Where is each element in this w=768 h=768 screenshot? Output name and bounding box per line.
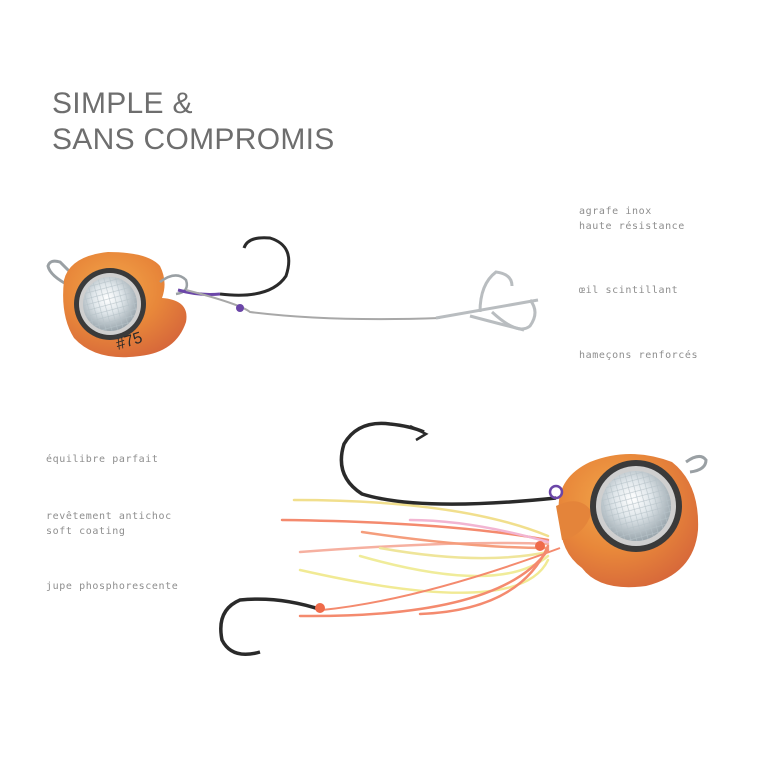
- feature-line: soft coating: [46, 526, 126, 537]
- headline-line-1: SIMPLE &: [52, 87, 193, 120]
- jig-head-1: #75: [46, 236, 539, 358]
- feature-label-eye: œil scintillant: [579, 283, 678, 298]
- feature-line: œil scintillant: [579, 285, 679, 296]
- feature-line: équilibre parfait: [46, 454, 159, 465]
- hook-icon: [219, 236, 291, 297]
- headline-line-2: SANS COMPROMIS: [52, 123, 335, 156]
- treble-hook-icon: [435, 270, 539, 332]
- feature-label-skirt: jupe phosphorescente: [46, 579, 178, 594]
- headline: SIMPLE & SANS COMPROMIS: [52, 86, 335, 158]
- skirt-icon: [280, 498, 550, 618]
- feature-line: hameçons renforcés: [579, 350, 699, 361]
- feature-label-balance: équilibre parfait: [46, 452, 159, 467]
- clip-icon: [46, 259, 76, 288]
- feature-label-hooks: hameçons renforcés: [579, 348, 698, 363]
- feature-label-coating: revêtement antichoc soft coating: [46, 509, 172, 539]
- hook-icon: [219, 597, 323, 656]
- feature-label-clip: agrafe inox haute résistance: [579, 204, 685, 234]
- hook-icon: [339, 421, 557, 506]
- feature-line: revêtement antichoc: [46, 511, 172, 522]
- feature-line: agrafe inox: [579, 206, 652, 217]
- feature-line: jupe phosphorescente: [46, 581, 179, 592]
- jig-head-2: [219, 421, 708, 656]
- feature-line: haute résistance: [579, 221, 685, 232]
- clip-icon: [685, 455, 708, 474]
